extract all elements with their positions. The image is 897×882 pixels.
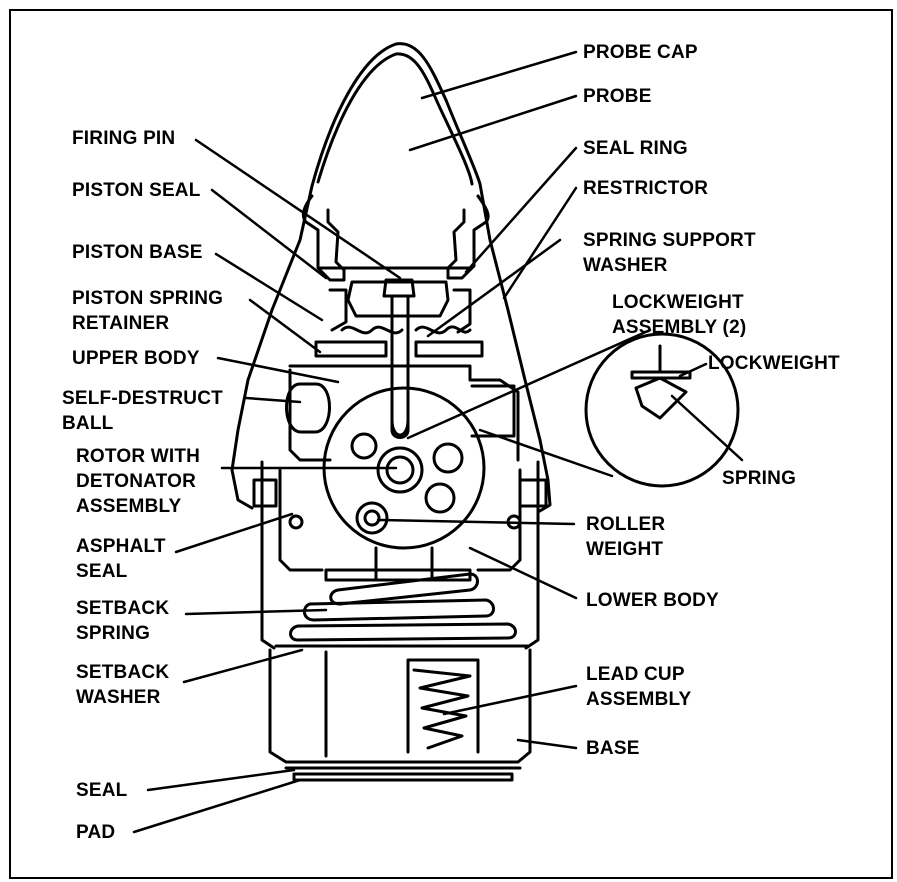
firing-pin-shaft — [390, 294, 410, 439]
probe-cap-outline — [310, 42, 482, 188]
housing-left — [260, 460, 276, 650]
rotor-hole-1 — [432, 442, 464, 474]
lockweight-wedge — [634, 376, 688, 420]
roller-weight-inner — [363, 509, 381, 527]
housing-left-inner — [278, 468, 324, 572]
lead-cup — [406, 658, 480, 754]
housing-right — [524, 460, 540, 650]
label-setback-washer: SETBACK WASHER — [76, 662, 170, 708]
asphalt-seal-left — [252, 478, 278, 508]
label-lockweight: LOCKWEIGHT — [708, 353, 840, 374]
label-piston-spring-retainer: PISTON SPRING RETAINER — [72, 288, 224, 334]
leader-probe — [408, 94, 578, 152]
leader-lower-body — [468, 546, 578, 600]
label-probe-cap: PROBE CAP — [583, 42, 698, 63]
setback-cap — [324, 568, 472, 582]
leader-probe-cap — [420, 50, 578, 100]
label-base: BASE — [586, 738, 640, 759]
self-destruct-ball — [285, 382, 331, 434]
leader-roller-weight — [376, 518, 576, 526]
label-piston-base: PISTON BASE — [72, 242, 203, 263]
label-seal-ring: SEAL RING — [583, 138, 688, 159]
rotor-hub-inner — [385, 455, 415, 485]
leader-restrictor — [502, 186, 578, 300]
leader-self-destruct-ball — [244, 396, 302, 404]
label-self-destruct-ball: SELF-DESTRUCT BALL — [62, 388, 223, 434]
rotor-hub — [376, 446, 424, 494]
piston-cap — [346, 280, 450, 318]
label-lead-cup-assembly: LEAD CUP ASSEMBLY — [586, 664, 692, 710]
label-probe: PROBE — [583, 86, 652, 107]
leader-lines — [132, 50, 744, 834]
leader-spring — [670, 394, 744, 462]
rotor-hole-3 — [350, 432, 378, 460]
pad-disk — [292, 772, 514, 782]
upper-body-left — [288, 368, 332, 462]
leader-setback-washer — [182, 648, 304, 684]
firing-pin-head — [382, 278, 416, 298]
lockweight-inset — [584, 332, 740, 488]
label-roller-weight: ROLLER WEIGHT — [586, 514, 666, 560]
lower-body-stem — [374, 546, 434, 582]
leader-asphalt-seal — [174, 512, 294, 554]
label-rotor-with-detonator-assembly: ROTOR WITH DETONATOR ASSEMBLY — [76, 446, 201, 517]
leader-piston-seal — [210, 188, 328, 280]
base-outline — [268, 648, 532, 764]
lead-cup-charge — [412, 668, 472, 750]
leader-firing-pin — [194, 138, 402, 280]
piston-spring — [340, 325, 472, 335]
setback-spring-2 — [303, 598, 495, 622]
label-restrictor: RESTRICTOR — [583, 178, 709, 199]
right-ball-pocket — [470, 384, 516, 438]
label-piston-seal: PISTON SEAL — [72, 180, 201, 201]
leader-inset-link — [478, 428, 614, 478]
label-upper-body: UPPER BODY — [72, 348, 200, 369]
lockweight-body — [630, 370, 692, 380]
seal-bead-left — [288, 514, 304, 530]
label-setback-spring: SETBACK SPRING — [76, 598, 170, 644]
label-spring-support-washer: SPRING SUPPORT WASHER — [583, 230, 756, 276]
label-asphalt-seal: ASPHALT SEAL — [76, 536, 166, 582]
leader-setback-spring — [184, 608, 328, 616]
label-lockweight-assembly: LOCKWEIGHT ASSEMBLY (2) — [612, 292, 747, 338]
leader-lockweight — [678, 362, 708, 378]
leader-lockweight-assembly — [406, 328, 652, 440]
spring-retainer — [314, 340, 484, 358]
leader-seal-ring — [464, 146, 578, 274]
probe-collar — [301, 194, 346, 282]
probe-outline — [316, 52, 474, 186]
setback-spring-3 — [289, 622, 517, 642]
label-spring: SPRING — [722, 468, 797, 489]
label-lower-body: LOWER BODY — [586, 590, 719, 611]
detonator-slot — [390, 418, 410, 437]
roller-weight — [355, 501, 389, 535]
leader-lead-cup — [442, 684, 578, 716]
leader-spring-support — [426, 238, 562, 338]
leader-upper-body — [216, 356, 340, 384]
leader-base — [516, 738, 578, 750]
leader-spring-retainer — [248, 298, 322, 354]
housing-right-inner — [476, 468, 522, 572]
rotor-hole-2 — [424, 482, 456, 514]
leader-pad — [132, 778, 302, 834]
outer-body-left — [230, 184, 314, 510]
leader-seal — [146, 768, 296, 792]
label-pad: PAD — [76, 822, 116, 843]
upper-body — [288, 364, 520, 462]
label-seal: SEAL — [76, 780, 128, 801]
probe-collar-right — [446, 194, 490, 280]
leader-piston-base — [214, 252, 324, 322]
asphalt-seal-right — [518, 478, 548, 508]
setback-spring-1 — [329, 572, 479, 606]
outer-body-right — [478, 182, 552, 514]
label-firing-pin: FIRING PIN — [72, 128, 176, 149]
